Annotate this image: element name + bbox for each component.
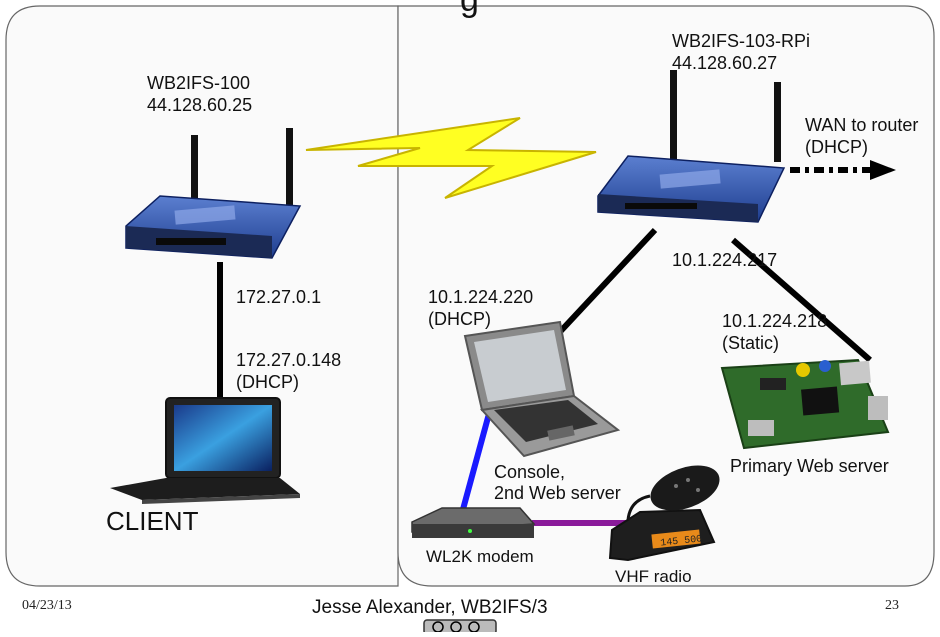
wan-label: WAN to router — [805, 115, 919, 135]
modem-label: WL2K modem — [426, 547, 534, 566]
link-right-router-rpi — [731, 237, 872, 363]
left-router-name: WB2IFS-100 — [147, 73, 251, 93]
right-router-ip: 44.128.60.27 — [672, 53, 778, 73]
left-router-ip: 44.128.60.25 — [147, 95, 253, 115]
modem-icon — [411, 507, 536, 538]
raspberry-pi-icon — [720, 358, 890, 450]
left-router-lan-ip: 172.27.0.1 — [236, 287, 322, 307]
rpi-ip: 10.1.224.218 — [722, 311, 828, 331]
link-right-router-laptop — [555, 227, 658, 337]
right-router-lan-ip: 10.1.224.217 — [672, 250, 778, 270]
link-laptop-modem-usb — [459, 409, 493, 514]
radio-display: 145 500 — [660, 534, 703, 549]
cc-license-icon — [423, 619, 497, 635]
footer-date: 04/23/13 — [22, 598, 72, 613]
laptop-ip: 10.1.224.220 — [428, 287, 534, 307]
client-ip: 172.27.0.148 — [236, 350, 342, 370]
title-fragment: g — [460, 0, 479, 19]
footer-author: Jesse Alexander, WB2IFS/3 — [312, 597, 548, 618]
lightning-icon — [305, 117, 597, 199]
laptop-mode: (DHCP) — [428, 309, 491, 329]
client-label: CLIENT — [106, 506, 199, 536]
rpi-role: Primary Web server — [730, 456, 889, 476]
right-router-icon — [597, 70, 786, 223]
rpi-mode: (Static) — [722, 333, 780, 353]
right-router-name: WB2IFS-103-RPi — [672, 31, 811, 51]
left-panel — [5, 5, 399, 587]
laptop-icon — [110, 397, 300, 504]
footer-page-number: 23 — [885, 598, 899, 613]
wan-arrow-icon — [790, 160, 896, 180]
radio-label: VHF radio — [615, 567, 692, 586]
radio-icon: 145 500 — [608, 465, 720, 562]
client-mode: (DHCP) — [236, 372, 299, 392]
left-router-icon — [125, 128, 302, 259]
laptop-role-line1: Console, — [494, 462, 566, 482]
wan-mode: (DHCP) — [805, 137, 868, 157]
laptop-role-line2: 2nd Web server — [494, 483, 621, 503]
console-laptop-icon — [463, 320, 621, 458]
